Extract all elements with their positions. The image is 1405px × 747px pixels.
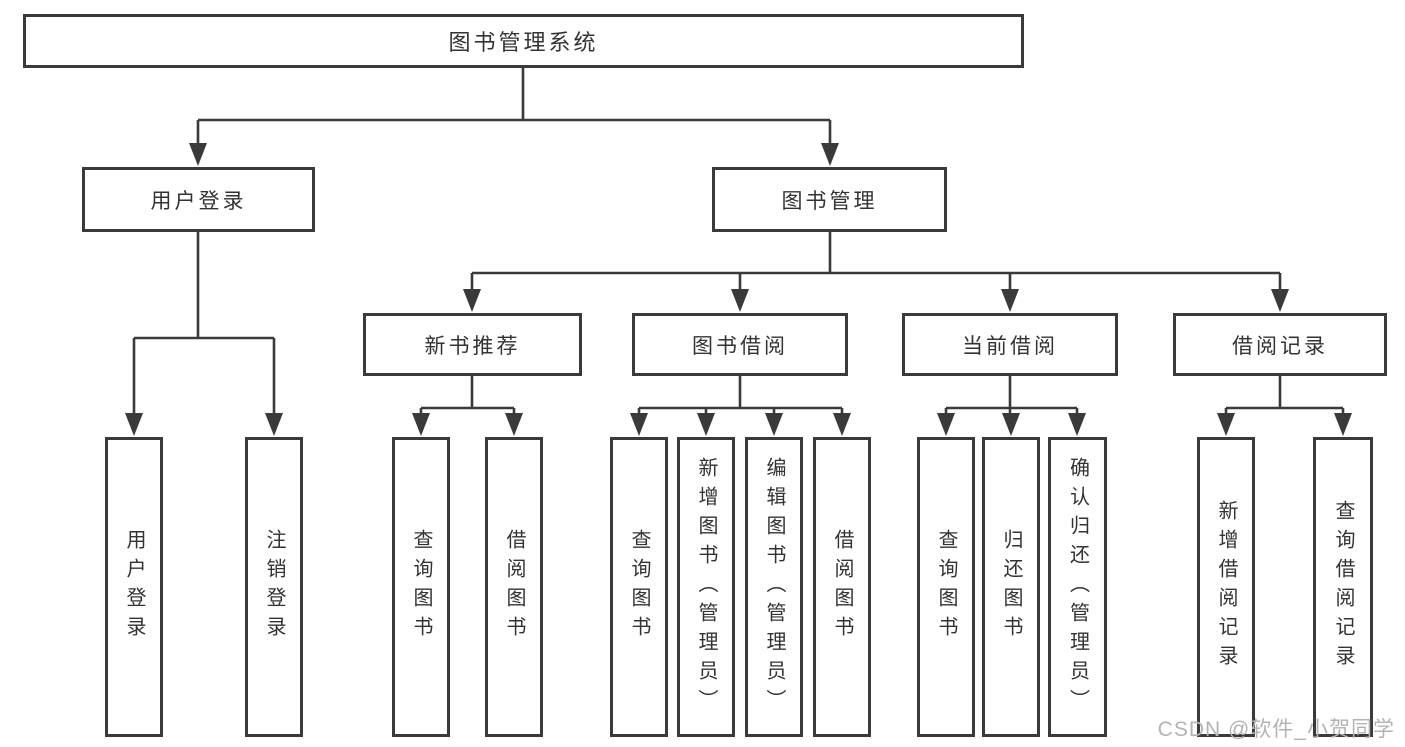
- leaf-newbook-query-book: 查询图书: [392, 437, 450, 737]
- leaf-borrowing-edit-book-admin: 编辑图书（管理员）: [745, 437, 803, 737]
- leaf-borrowing-add-book-admin: 新增图书（管理员）: [677, 437, 735, 737]
- leaf-current-confirm-return-admin: 确认归还（管理员）: [1048, 437, 1107, 737]
- leaf-borrowing-query-book: 查询图书: [610, 437, 668, 737]
- node-book-management: 图书管理: [712, 167, 947, 232]
- node-borrowing-records: 借阅记录: [1173, 313, 1387, 376]
- leaf-records-query-borrow-record: 查询借阅记录: [1313, 437, 1373, 737]
- leaf-borrowing-borrow-book: 借阅图书: [813, 437, 871, 737]
- node-current-borrowing: 当前借阅: [902, 313, 1118, 376]
- leaf-logout-login: 注销登录: [245, 437, 303, 737]
- node-library-management-system: 图书管理系统: [23, 14, 1024, 68]
- node-new-book-recommend: 新书推荐: [363, 313, 582, 376]
- leaf-current-query-book: 查询图书: [917, 437, 975, 737]
- leaf-newbook-borrow-book: 借阅图书: [485, 437, 543, 737]
- leaf-records-add-borrow-record: 新增借阅记录: [1197, 437, 1255, 737]
- leaf-current-return-book: 归还图书: [982, 437, 1040, 737]
- node-book-borrowing: 图书借阅: [632, 313, 848, 376]
- node-user-login: 用户登录: [82, 167, 315, 232]
- leaf-user-login: 用户登录: [105, 437, 163, 737]
